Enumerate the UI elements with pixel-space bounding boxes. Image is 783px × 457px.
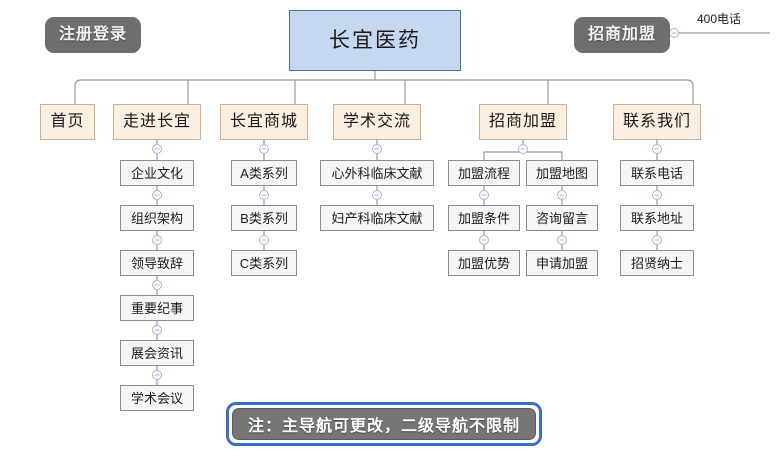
register-login-button[interactable]: 注册登录 <box>45 17 141 53</box>
investment-join-button[interactable]: 招商加盟 <box>574 17 670 53</box>
subnav-item-careers[interactable]: 招贤纳士 <box>620 250 694 276</box>
subnav-item-join-conditions[interactable]: 加盟条件 <box>448 205 520 231</box>
note-box[interactable]: 注：主导航可更改，二级导航不限制 <box>226 402 542 446</box>
subnav-item-join-process[interactable]: 加盟流程 <box>448 160 520 186</box>
subnav-item-leader-speech-label: 领导致辞 <box>130 255 183 271</box>
note-text: 注：主导航可更改，二级导航不限制 <box>247 418 520 435</box>
subnav-item-cardiac-literature[interactable]: 心外科临床文献 <box>320 160 434 186</box>
investment-join-label: 招商加盟 <box>587 26 656 43</box>
subnav-item-join-map[interactable]: 加盟地图 <box>526 160 598 186</box>
subnav-item-contact-phone[interactable]: 联系电话 <box>620 160 694 186</box>
nav-item-about[interactable]: 走进长宜 <box>113 104 201 140</box>
subnav-item-join-conditions-label: 加盟条件 <box>457 210 510 226</box>
subnav-item-obgyn-literature[interactable]: 妇产科临床文献 <box>320 205 434 231</box>
register-login-label: 注册登录 <box>58 26 127 43</box>
subnav-item-culture[interactable]: 企业文化 <box>120 160 194 186</box>
nav-item-academic[interactable]: 学术交流 <box>333 104 421 140</box>
subnav-item-contact-address[interactable]: 联系地址 <box>620 205 694 231</box>
subnav-item-join-advantages[interactable]: 加盟优势 <box>448 250 520 276</box>
subnav-item-series-a[interactable]: A类系列 <box>231 160 297 186</box>
subnav-item-join-advantages-label: 加盟优势 <box>457 255 510 271</box>
subnav-item-consult-message-label: 咨询留言 <box>535 210 588 226</box>
subnav-item-milestones[interactable]: 重要纪事 <box>120 295 194 321</box>
subnav-item-series-b-label: B类系列 <box>240 210 288 226</box>
nav-item-mall[interactable]: 长宜商城 <box>220 104 308 140</box>
subnav-item-contact-phone-label: 联系电话 <box>630 165 683 181</box>
nav-item-home-label: 首页 <box>50 113 85 130</box>
subnav-item-academic-meeting[interactable]: 学术会议 <box>120 385 194 411</box>
subnav-item-consult-message[interactable]: 咨询留言 <box>526 205 598 231</box>
subnav-item-series-c[interactable]: C类系列 <box>231 250 297 276</box>
subnav-item-structure-label: 组织架构 <box>130 210 183 226</box>
subnav-item-cardiac-literature-label: 心外科临床文献 <box>331 165 423 181</box>
subnav-item-careers-label: 招贤纳士 <box>630 255 683 271</box>
nav-item-about-label: 走进长宜 <box>122 113 191 130</box>
subnav-item-academic-meeting-label: 学术会议 <box>130 390 183 406</box>
nav-item-mall-label: 长宜商城 <box>229 113 298 130</box>
subnav-item-obgyn-literature-label: 妇产科临床文献 <box>331 210 423 226</box>
root-node-label: 长宜医药 <box>329 29 421 52</box>
subnav-item-expo-news-label: 展会资讯 <box>130 345 183 361</box>
subnav-item-apply-join[interactable]: 申请加盟 <box>526 250 598 276</box>
phone-400-label: 400电话 <box>697 12 742 26</box>
subnav-item-series-b[interactable]: B类系列 <box>231 205 297 231</box>
subnav-item-series-c-label: C类系列 <box>239 255 289 271</box>
nav-item-academic-label: 学术交流 <box>342 113 411 130</box>
nav-item-contact[interactable]: 联系我们 <box>613 104 701 140</box>
nav-item-join-label: 招商加盟 <box>488 113 557 130</box>
nav-item-contact-label: 联系我们 <box>622 113 691 130</box>
subnav-item-expo-news[interactable]: 展会资讯 <box>120 340 194 366</box>
subnav-item-culture-label: 企业文化 <box>130 165 183 181</box>
subnav-item-milestones-label: 重要纪事 <box>130 300 183 316</box>
subnav-item-apply-join-label: 申请加盟 <box>535 255 588 271</box>
subnav-item-join-map-label: 加盟地图 <box>535 165 588 181</box>
subnav-item-contact-address-label: 联系地址 <box>630 210 683 226</box>
subnav-item-series-a-label: A类系列 <box>240 165 288 181</box>
subnav-item-leader-speech[interactable]: 领导致辞 <box>120 250 194 276</box>
note-box-inner: 注：主导航可更改，二级导航不限制 <box>232 408 536 440</box>
root-node-changyi-pharma[interactable]: 长宜医药 <box>289 10 461 71</box>
nav-item-join[interactable]: 招商加盟 <box>479 104 567 140</box>
subnav-item-join-process-label: 加盟流程 <box>457 165 510 181</box>
nav-item-home[interactable]: 首页 <box>40 104 95 140</box>
subnav-item-structure[interactable]: 组织架构 <box>120 205 194 231</box>
